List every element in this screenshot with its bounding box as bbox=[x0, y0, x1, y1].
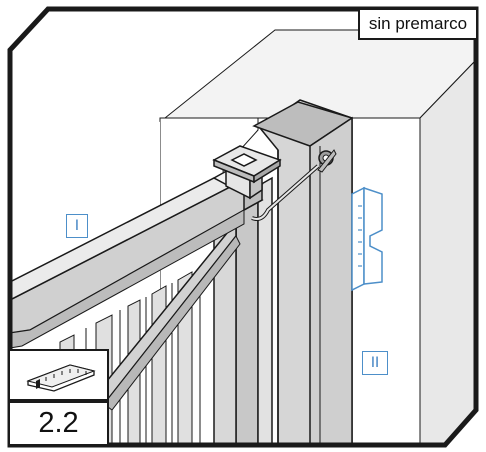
zone-label-two: II bbox=[362, 351, 388, 375]
ruler-bracket-icon bbox=[26, 364, 96, 392]
step-number: 2.2 bbox=[8, 399, 109, 446]
hinge-block bbox=[212, 145, 282, 200]
gate-top-rail bbox=[10, 167, 264, 349]
gate-stile bbox=[213, 176, 273, 445]
gate-post bbox=[252, 99, 354, 445]
frame-thumbnail bbox=[8, 349, 109, 401]
tie-rod bbox=[251, 149, 337, 221]
caption-label: sin premarco bbox=[358, 10, 476, 40]
zone-label-one: I bbox=[66, 214, 88, 238]
wall-bracket-icon bbox=[351, 186, 383, 292]
panel-frame bbox=[7, 6, 479, 448]
